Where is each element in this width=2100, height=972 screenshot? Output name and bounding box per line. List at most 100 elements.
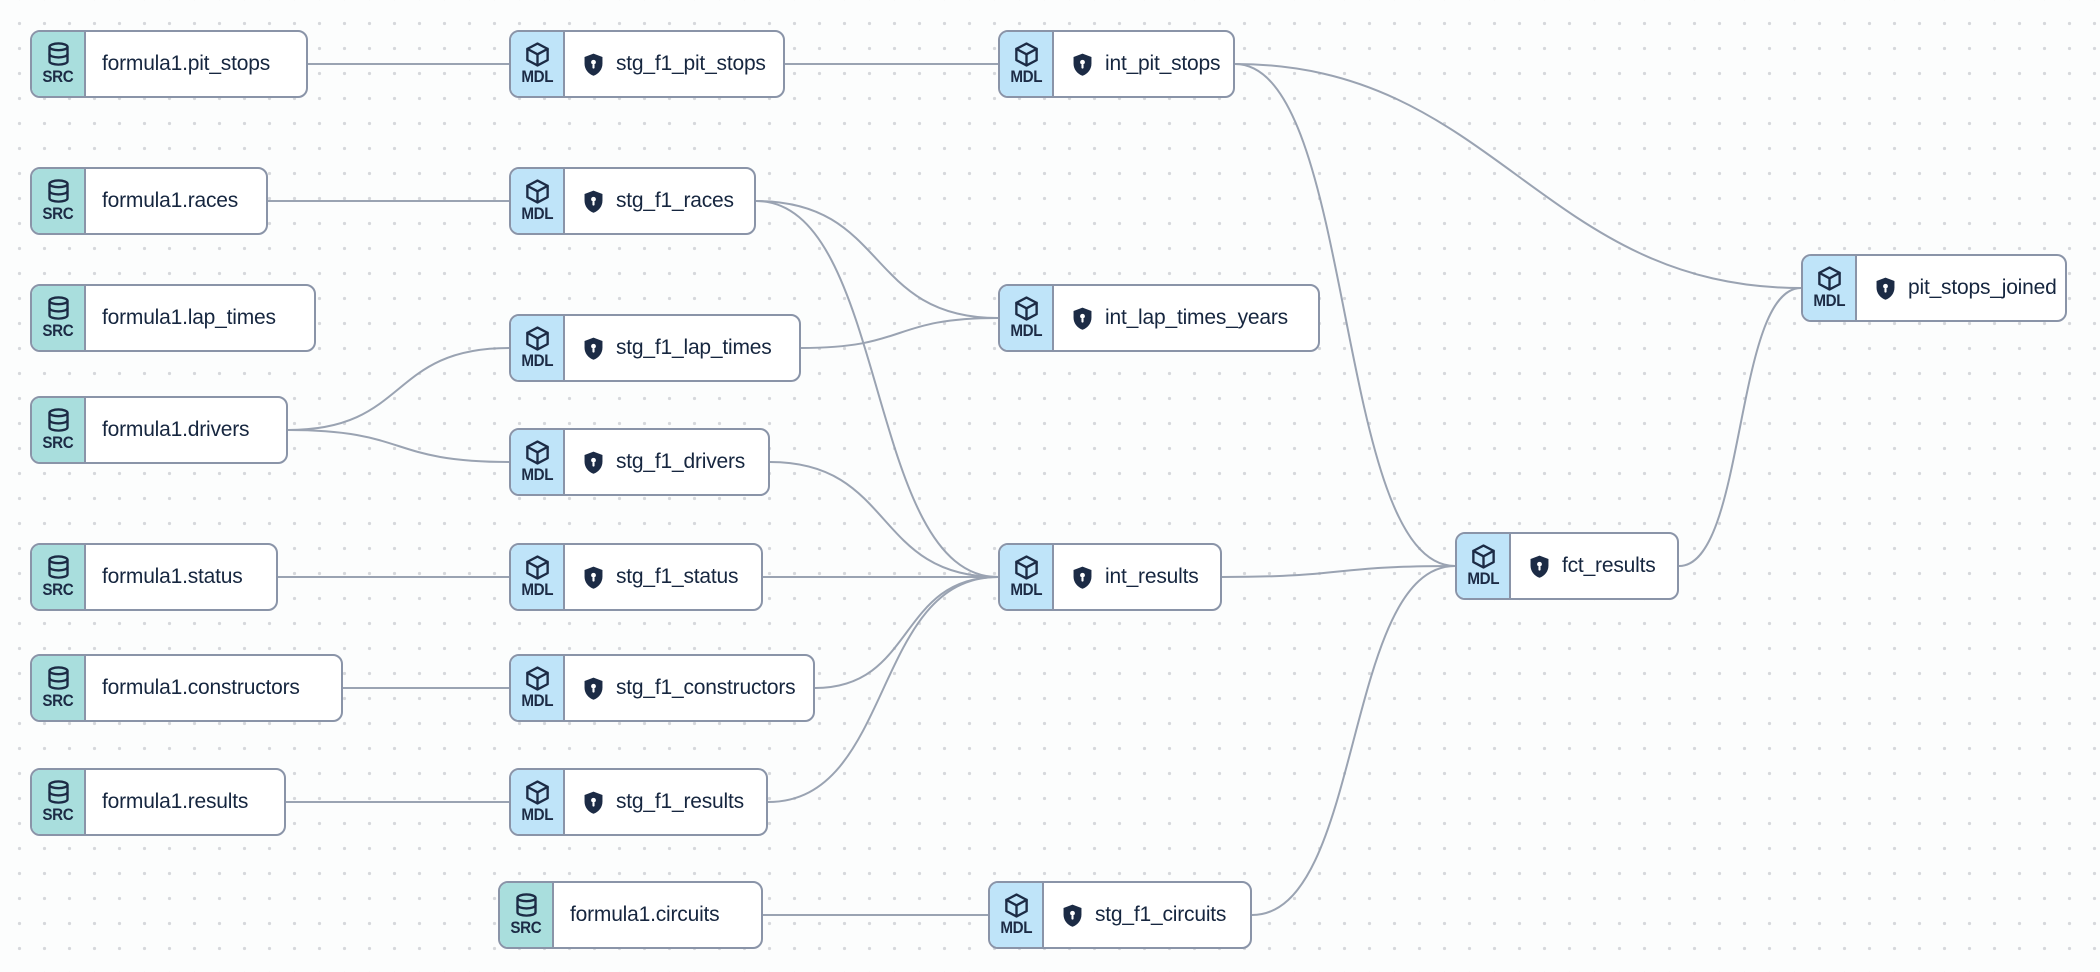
edge-stg_f1_circuits-to-fct_results	[1251, 565, 1456, 916]
shield-icon	[581, 565, 606, 590]
shield-icon	[1060, 903, 1085, 928]
edge-stg_f1_races-to-int_lap_times_years	[755, 200, 999, 319]
node-body: int_results	[1054, 545, 1220, 609]
node-body: formula1.constructors	[86, 656, 341, 720]
node-body: formula1.pit_stops	[86, 32, 306, 96]
node-stg_f1_results[interactable]: MDL stg_f1_results	[509, 768, 768, 836]
cube-icon	[1470, 543, 1497, 570]
database-icon	[45, 665, 72, 692]
cube-icon	[524, 779, 551, 806]
model-type-band: MDL	[1457, 534, 1511, 598]
cube-icon	[524, 325, 551, 352]
node-body: stg_f1_drivers	[565, 430, 768, 494]
edge-stg_f1_races-to-int_results	[755, 200, 999, 578]
node-body: stg_f1_circuits	[1044, 883, 1250, 947]
node-body: formula1.status	[86, 545, 276, 609]
node-stg_f1_races[interactable]: MDL stg_f1_races	[509, 167, 756, 235]
node-stg_f1_circuits[interactable]: MDL stg_f1_circuits	[988, 881, 1252, 949]
cube-icon	[524, 41, 551, 68]
model-type-band: MDL	[1000, 286, 1054, 350]
node-type-badge: SRC	[510, 919, 542, 938]
edge-int_pit_stops-to-pit_stops_joined	[1234, 63, 1802, 289]
shield-icon	[581, 52, 606, 77]
node-src_constructors[interactable]: SRC formula1.constructors	[30, 654, 343, 722]
node-type-badge: SRC	[42, 692, 74, 711]
shield-icon	[581, 450, 606, 475]
model-type-band: MDL	[990, 883, 1044, 947]
source-type-band: SRC	[32, 169, 86, 233]
node-type-badge: MDL	[521, 581, 553, 600]
database-icon	[45, 295, 72, 322]
node-type-badge: SRC	[42, 434, 74, 453]
shield-icon	[581, 676, 606, 701]
node-label: stg_f1_circuits	[1095, 903, 1227, 926]
model-type-band: MDL	[511, 169, 565, 233]
node-type-badge: MDL	[1000, 919, 1032, 938]
node-src_circuits[interactable]: SRC formula1.circuits	[498, 881, 763, 949]
source-type-band: SRC	[32, 770, 86, 834]
node-label: formula1.constructors	[102, 676, 300, 699]
model-type-band: MDL	[1803, 256, 1857, 320]
node-src_pit_stops[interactable]: SRC formula1.pit_stops	[30, 30, 308, 98]
cube-icon	[1816, 265, 1843, 292]
node-label: stg_f1_constructors	[616, 676, 796, 699]
node-type-badge: MDL	[521, 806, 553, 825]
node-type-badge: SRC	[42, 68, 74, 87]
shield-icon	[1070, 565, 1095, 590]
node-int_lap_times_years[interactable]: MDL int_lap_times_years	[998, 284, 1320, 352]
node-stg_f1_constructors[interactable]: MDL stg_f1_constructors	[509, 654, 815, 722]
node-body: stg_f1_races	[565, 169, 754, 233]
node-type-badge: MDL	[1010, 68, 1042, 87]
node-type-badge: MDL	[521, 692, 553, 711]
shield-icon	[1070, 306, 1095, 331]
database-icon	[45, 407, 72, 434]
cube-icon	[524, 554, 551, 581]
cube-icon	[524, 439, 551, 466]
node-body: int_lap_times_years	[1054, 286, 1318, 350]
model-type-band: MDL	[511, 316, 565, 380]
model-type-band: MDL	[1000, 545, 1054, 609]
node-type-badge: MDL	[1813, 292, 1845, 311]
database-icon	[45, 779, 72, 806]
edge-stg_f1_results-to-int_results	[767, 576, 999, 803]
node-body: formula1.circuits	[554, 883, 761, 947]
node-type-badge: MDL	[1467, 570, 1499, 589]
cube-icon	[524, 178, 551, 205]
node-fct_results[interactable]: MDL fct_results	[1455, 532, 1679, 600]
node-src_lap_times[interactable]: SRC formula1.lap_times	[30, 284, 316, 352]
node-type-badge: MDL	[521, 352, 553, 371]
source-type-band: SRC	[32, 656, 86, 720]
node-body: formula1.lap_times	[86, 286, 314, 350]
node-type-badge: MDL	[1010, 322, 1042, 341]
shield-icon	[581, 189, 606, 214]
node-body: stg_f1_results	[565, 770, 766, 834]
node-label: int_pit_stops	[1105, 52, 1221, 75]
node-type-badge: MDL	[521, 205, 553, 224]
node-label: formula1.pit_stops	[102, 52, 270, 75]
node-int_pit_stops[interactable]: MDL int_pit_stops	[998, 30, 1235, 98]
shield-icon	[1873, 276, 1898, 301]
node-type-badge: SRC	[42, 322, 74, 341]
node-src_races[interactable]: SRC formula1.races	[30, 167, 268, 235]
cube-icon	[1003, 892, 1030, 919]
node-int_results[interactable]: MDL int_results	[998, 543, 1222, 611]
node-label: formula1.races	[102, 189, 239, 212]
shield-icon	[1527, 554, 1552, 579]
edge-src_drivers-to-stg_f1_drivers	[287, 429, 510, 463]
node-label: stg_f1_pit_stops	[616, 52, 766, 75]
model-type-band: MDL	[511, 32, 565, 96]
node-type-badge: MDL	[1010, 581, 1042, 600]
node-stg_f1_pit_stops[interactable]: MDL stg_f1_pit_stops	[509, 30, 785, 98]
node-label: fct_results	[1562, 554, 1656, 577]
node-type-badge: SRC	[42, 205, 74, 224]
node-label: int_results	[1105, 565, 1199, 588]
